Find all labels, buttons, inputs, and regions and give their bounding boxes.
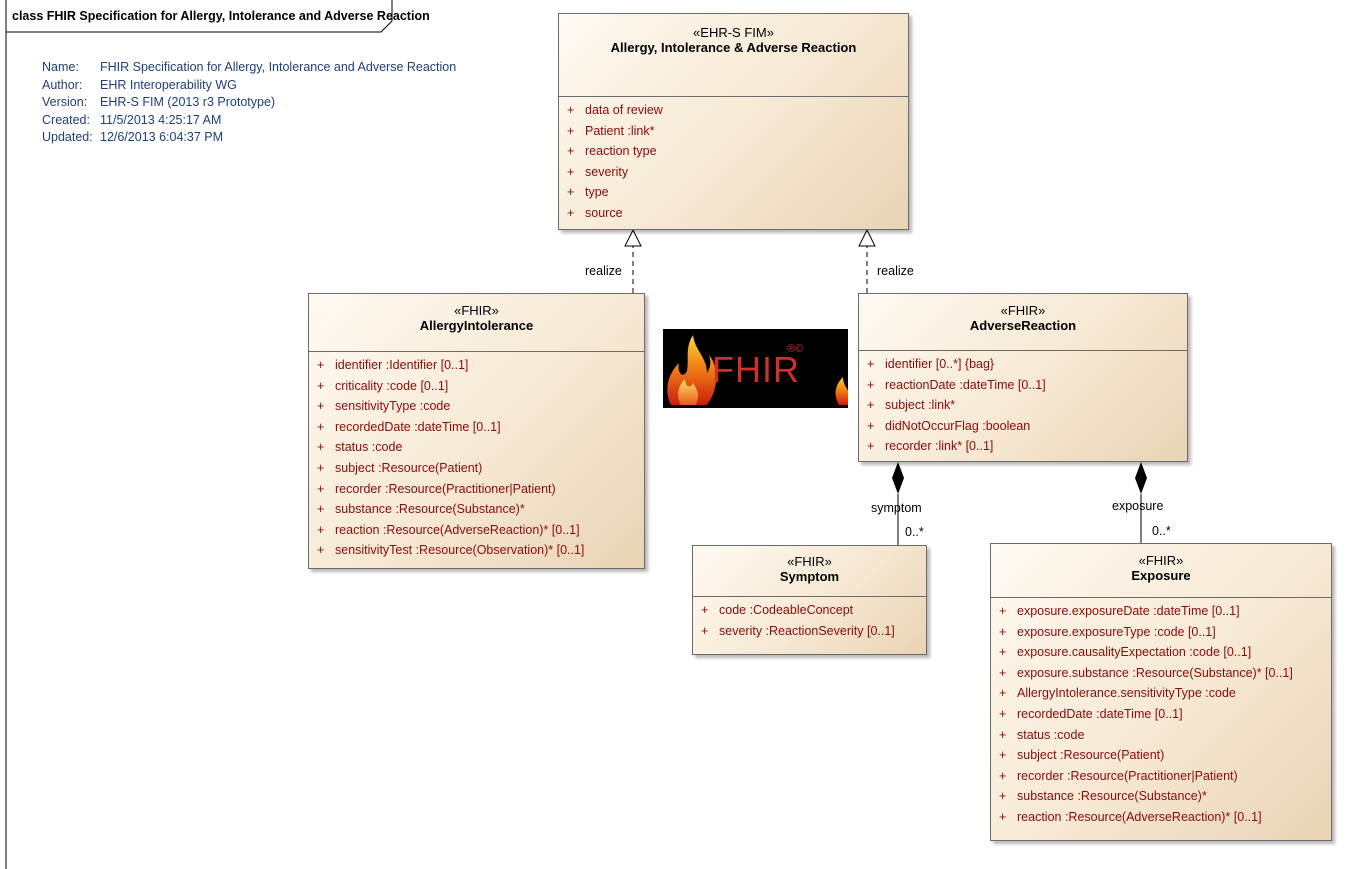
attribute: +exposure.exposureType :code [0..1] [999, 624, 1216, 639]
frame-title: class FHIR Specification for Allergy, In… [12, 9, 430, 23]
class-name: AdverseReaction [969, 318, 1077, 333]
attribute: +recordedDate :dateTime [0..1] [999, 706, 1183, 721]
class-stereotype: «FHIR» [454, 303, 499, 318]
attribute: +subject :Resource(Patient) [317, 460, 483, 475]
attribute: +exposure.substance :Resource(Substance)… [999, 665, 1293, 680]
class-header: «FHIR» Symptom [693, 546, 926, 597]
class-name: Symptom [779, 569, 840, 584]
class-name: Exposure [1131, 568, 1191, 583]
diagram-metadata: Name: FHIR Specification for Allergy, Int… [42, 59, 456, 147]
attribute: +subject :link* [867, 398, 956, 413]
attribute: +type [567, 185, 609, 200]
meta-value: EHR Interoperability WG [100, 77, 237, 92]
attribute: +recorder :link* [0..1] [867, 439, 994, 454]
class-header: «EHR-S FIM» Allergy, Intolerance & Adver… [559, 14, 908, 97]
attribute: +identifier :Identifier [0..1] [317, 358, 469, 372]
realize-label-left: realize [585, 264, 622, 278]
meta-row: Created: 11/5/2013 4:25:17 AM [42, 112, 456, 130]
attribute: +sensitivityTest :Resource(Observation)*… [317, 543, 585, 558]
class-stereotype: «FHIR» [1138, 553, 1184, 568]
class-header: «FHIR» Exposure [991, 544, 1331, 598]
attribute: +substance :Resource(Substance)* [317, 502, 525, 517]
attribute: +sensitivityType :code [317, 399, 451, 414]
meta-key: Created: [42, 112, 90, 127]
realize-arrowhead-left [624, 228, 642, 247]
meta-row: Author: EHR Interoperability WG [42, 77, 456, 95]
meta-row: Version: EHR-S FIM (2013 r3 Prototype) [42, 94, 456, 112]
flame-icon [667, 335, 848, 405]
meta-key: Version: [42, 95, 88, 109]
attribute: +data of review [567, 103, 663, 117]
fhir-logo-text: FHIR [712, 349, 800, 390]
attribute-list: +data of review +Patient :link* +reactio… [559, 97, 908, 224]
class-symptom[interactable]: «FHIR» Symptom +code :CodeableConcept +s… [692, 545, 927, 655]
attribute-list: +exposure.exposureDate :dateTime [0..1] … [991, 598, 1331, 828]
class-stereotype: «FHIR» [787, 554, 832, 569]
attribute: +code :CodeableConcept [701, 603, 854, 617]
meta-value: 12/6/2013 6:04:37 PM [100, 130, 224, 144]
attribute-list: +code :CodeableConcept +severity :Reacti… [693, 597, 926, 641]
meta-key: Name: [42, 60, 79, 74]
realize-arrowhead-right [858, 228, 876, 247]
realize-label-right: realize [877, 264, 914, 278]
symptom-role-label: symptom [871, 501, 922, 515]
attribute: +reactionDate :dateTime [0..1] [867, 377, 1046, 392]
class-stereotype: «EHR-S FIM» [693, 25, 774, 40]
attribute: +status :code [317, 440, 403, 455]
attribute: +exposure.causalityExpectation :code [0.… [999, 645, 1252, 660]
meta-key: Updated: [42, 130, 93, 144]
attribute: +criticality :code [0..1] [317, 378, 449, 393]
attribute: +severity :ReactionSeverity [0..1] [701, 623, 895, 638]
class-exposure[interactable]: «FHIR» Exposure +exposure.exposureDate :… [990, 543, 1332, 841]
class-stereotype: «FHIR» [1000, 303, 1046, 318]
meta-value: 11/5/2013 4:25:17 AM [100, 112, 222, 127]
class-name: AllergyIntolerance [419, 318, 534, 333]
fhir-logo-mark: ®© [787, 343, 804, 355]
attribute: +exposure.exposureDate :dateTime [0..1] [999, 604, 1240, 618]
class-allergy-intolerance[interactable]: «FHIR» AllergyIntolerance +identifier :I… [308, 293, 645, 569]
composition-diamond-symptom [892, 462, 904, 494]
symptom-multiplicity-label: 0..* [905, 525, 924, 539]
class-header: «FHIR» AdverseReaction [859, 294, 1187, 351]
attribute: +status :code [999, 727, 1085, 742]
meta-row: Updated: 12/6/2013 6:04:37 PM [42, 129, 456, 147]
attribute: +recorder :Resource(Practitioner|Patient… [317, 481, 556, 496]
attribute-list: +identifier :Identifier [0..1] +critical… [309, 352, 644, 561]
attribute: +identifier [0..*] {bag} [867, 357, 995, 371]
class-name: Allergy, Intolerance & Adverse Reaction [610, 40, 857, 55]
attribute: +reaction type [567, 144, 657, 159]
attribute: +didNotOccurFlag :boolean [867, 418, 1031, 433]
attribute: +Patient :link* [567, 123, 655, 138]
fhir-logo: FHIR ®© [663, 329, 848, 408]
meta-row: Name: FHIR Specification for Allergy, Int… [42, 59, 456, 77]
attribute: +reaction :Resource(AdverseReaction)* [0… [317, 522, 580, 537]
attribute: +source [567, 205, 623, 220]
class-adverse-reaction[interactable]: «FHIR» AdverseReaction +identifier [0..*… [858, 293, 1188, 462]
attribute: +recordedDate :dateTime [0..1] [317, 419, 501, 434]
exposure-role-label: exposure [1112, 499, 1164, 513]
attribute: +subject :Resource(Patient) [999, 748, 1165, 763]
attribute: +reaction :Resource(AdverseReaction)* [0… [999, 809, 1262, 824]
class-ehr-allergy-intolerance[interactable]: «EHR-S FIM» Allergy, Intolerance & Adver… [558, 13, 909, 230]
meta-value: FHIR Specification for Allergy, Intolera… [100, 60, 457, 74]
frame-tab [6, 0, 393, 33]
attribute: +recorder :Resource(Practitioner|Patient… [999, 768, 1238, 783]
attribute: +substance :Resource(Substance)* [999, 789, 1207, 804]
meta-key: Author: [42, 77, 83, 92]
composition-diamond-exposure [1135, 462, 1147, 494]
attribute-list: +identifier [0..*] {bag} +reactionDate :… [859, 351, 1187, 457]
attribute: +severity [567, 164, 629, 179]
exposure-multiplicity-label: 0..* [1152, 524, 1171, 538]
class-header: «FHIR» AllergyIntolerance [309, 294, 644, 352]
attribute: +AllergyIntolerance.sensitivityType :cod… [999, 686, 1236, 701]
meta-value: EHR-S FIM (2013 r3 Prototype) [100, 95, 276, 109]
